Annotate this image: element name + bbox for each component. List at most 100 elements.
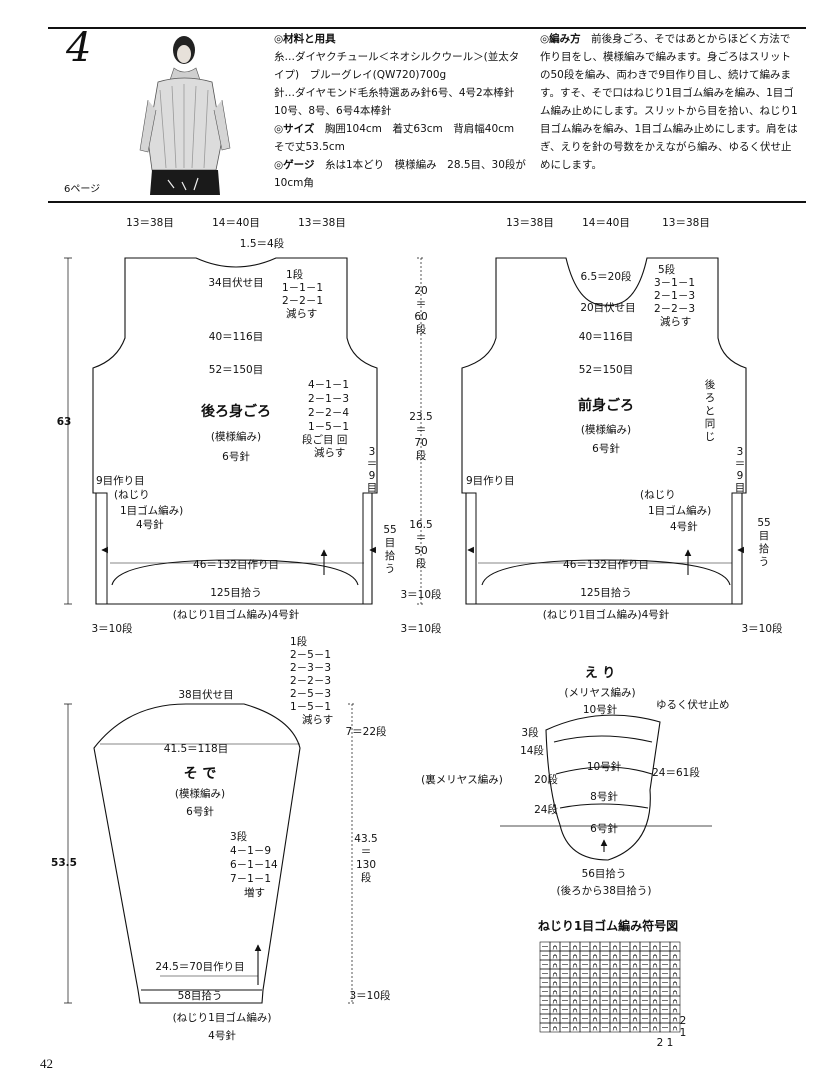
collar-needle-10: 10号針	[587, 760, 622, 773]
twisted-knit-symbol	[672, 1017, 678, 1022]
twisted-knit-symbol	[632, 1026, 638, 1031]
gauge-title: ゲージ	[283, 159, 315, 171]
collar-title: え り	[585, 666, 616, 681]
rib-symbol-chart	[539, 941, 681, 1033]
back-pickup-side-3: う	[385, 563, 396, 575]
body-rows-3: 段	[416, 449, 427, 462]
twisted-knit-symbol	[552, 954, 558, 959]
pattern-header	[48, 27, 806, 203]
front-pickup-side-1: 目	[759, 530, 770, 542]
twisted-knit-symbol	[592, 1026, 598, 1031]
armhole-rows-3: 段	[416, 323, 427, 336]
sleeve-inc-4: 増す	[244, 886, 265, 899]
front-rib-2: 4号針	[670, 520, 698, 533]
front-cast-on-side: 9目作り目	[466, 475, 515, 487]
armhole-rows-2: 60	[414, 311, 427, 323]
front-slit-0: 3	[737, 446, 744, 458]
twisted-knit-symbol	[632, 981, 638, 986]
twisted-knit-symbol	[652, 981, 658, 986]
sleeve-cast-on: 24.5＝70目作り目	[155, 961, 244, 973]
front-neck-dec-3: 2－2－3	[654, 303, 695, 315]
twisted-knit-symbol	[612, 963, 618, 968]
back-neck-dec-3: 減らす	[286, 307, 317, 320]
front-needle: 6号針	[592, 442, 620, 455]
front-rib-rows: 3＝10段	[741, 622, 783, 635]
back-rib-1: 1目ゴム編み)	[120, 504, 183, 517]
sleeve-cap-dec-1: 2－5－1	[290, 649, 331, 661]
twisted-knit-symbol	[652, 963, 658, 968]
front-neck-dec-0: 5段	[658, 263, 676, 276]
twisted-knit-symbol	[552, 999, 558, 1004]
collar-needle-8: 8号針	[590, 790, 618, 803]
twisted-knit-symbol	[592, 1017, 598, 1022]
twisted-knit-symbol	[672, 972, 678, 977]
front-neck-dec-4: 減らす	[660, 315, 691, 328]
back-cast-on-side: 9目作り目	[96, 475, 145, 487]
twisted-knit-symbol	[672, 1026, 678, 1031]
twisted-knit-symbol	[672, 981, 678, 986]
twisted-knit-symbol	[612, 945, 618, 950]
rib-rows-bottom: 3＝10段	[400, 622, 442, 635]
front-slit-2: 9	[737, 470, 744, 482]
collar-subtitle: (メリヤス編み)	[564, 686, 635, 699]
back-neck-dec-1: 1－1－1	[282, 282, 323, 294]
front-armhole-note-0: 後	[705, 378, 716, 391]
sleeve-length-total: 53.5	[51, 857, 77, 869]
back-neck-bindoff: 34目伏せ目	[208, 276, 263, 289]
size-text: 胸囲104cm 着丈63cm 背肩幅40cm そで丈53.5cm	[274, 123, 525, 153]
front-pickup-side-2: 拾	[759, 542, 770, 555]
collar-rows-3: 24段	[534, 803, 558, 816]
back-armhole-dec-2: 2－2－4	[308, 407, 349, 419]
front-armhole-note-1: ろ	[705, 392, 716, 404]
body-rows-0: 23.5	[409, 411, 432, 423]
twisted-knit-symbol	[652, 1017, 658, 1022]
twisted-knit-symbol	[612, 1017, 618, 1022]
front-width-52: 52＝150目	[579, 364, 633, 376]
twisted-knit-symbol	[592, 999, 598, 1004]
twisted-knit-symbol	[552, 972, 558, 977]
twisted-knit-symbol	[552, 981, 558, 986]
front-pickup-bottom: 125目拾う	[580, 586, 632, 599]
twisted-knit-symbol	[652, 1026, 658, 1031]
sleeve-cap-dec-5: 1－5－1	[290, 701, 331, 713]
back-neck-depth: 1.5＝4段	[240, 237, 285, 250]
front-slit-1: ＝	[735, 458, 746, 470]
twisted-knit-symbol	[572, 963, 578, 968]
collar-needle-6: 6号針	[590, 822, 618, 835]
twisted-knit-symbol	[552, 1008, 558, 1013]
twisted-knit-symbol	[572, 981, 578, 986]
sleeve-width-top: 41.5＝118目	[164, 743, 228, 755]
front-neck-dec-2: 2－1－3	[654, 290, 695, 302]
back-slit-1: ＝	[367, 458, 378, 470]
twisted-knit-symbol	[552, 1026, 558, 1031]
sleeve-inc-2: 6－1－14	[230, 859, 278, 871]
twisted-knit-symbol	[672, 1008, 678, 1013]
twisted-knit-symbol	[612, 981, 618, 986]
back-top-dim-center: 14＝40目	[212, 217, 260, 229]
sleeve-rib-label-0: (ねじり1目ゴム編み)	[173, 1011, 272, 1024]
back-slit-2: 9	[369, 470, 376, 482]
sleeve-cap-dec-4: 2－5－3	[290, 688, 331, 700]
twisted-knit-symbol	[592, 945, 598, 950]
sleeve-rows-1: ＝	[361, 846, 372, 858]
twisted-knit-symbol	[592, 972, 598, 977]
back-armhole-dec-4: 段ご目 回	[302, 433, 347, 446]
collar-rows-2: 20段	[534, 773, 558, 786]
twisted-knit-symbol	[572, 972, 578, 977]
materials-title: 材料と用具	[283, 33, 336, 45]
front-bottom-label: (ねじり1目ゴム編み)4号針	[543, 608, 670, 621]
twisted-knit-symbol	[632, 972, 638, 977]
collar-pickup: 56目拾う	[582, 867, 627, 880]
front-armhole-note-2: と	[705, 405, 716, 417]
twisted-knit-symbol	[652, 990, 658, 995]
twisted-knit-symbol	[572, 990, 578, 995]
twisted-knit-symbol	[632, 990, 638, 995]
sleeve-rows-2: 130	[356, 859, 376, 871]
twisted-knit-symbol	[672, 963, 678, 968]
twisted-knit-symbol	[632, 954, 638, 959]
back-top-dim-left: 13＝38目	[126, 217, 174, 229]
back-cast-on-main: 46＝132目作り目	[193, 559, 279, 571]
front-rib-1: 1目ゴム編み)	[648, 504, 711, 517]
sleeve-inc-3: 7－1－1	[230, 873, 271, 885]
